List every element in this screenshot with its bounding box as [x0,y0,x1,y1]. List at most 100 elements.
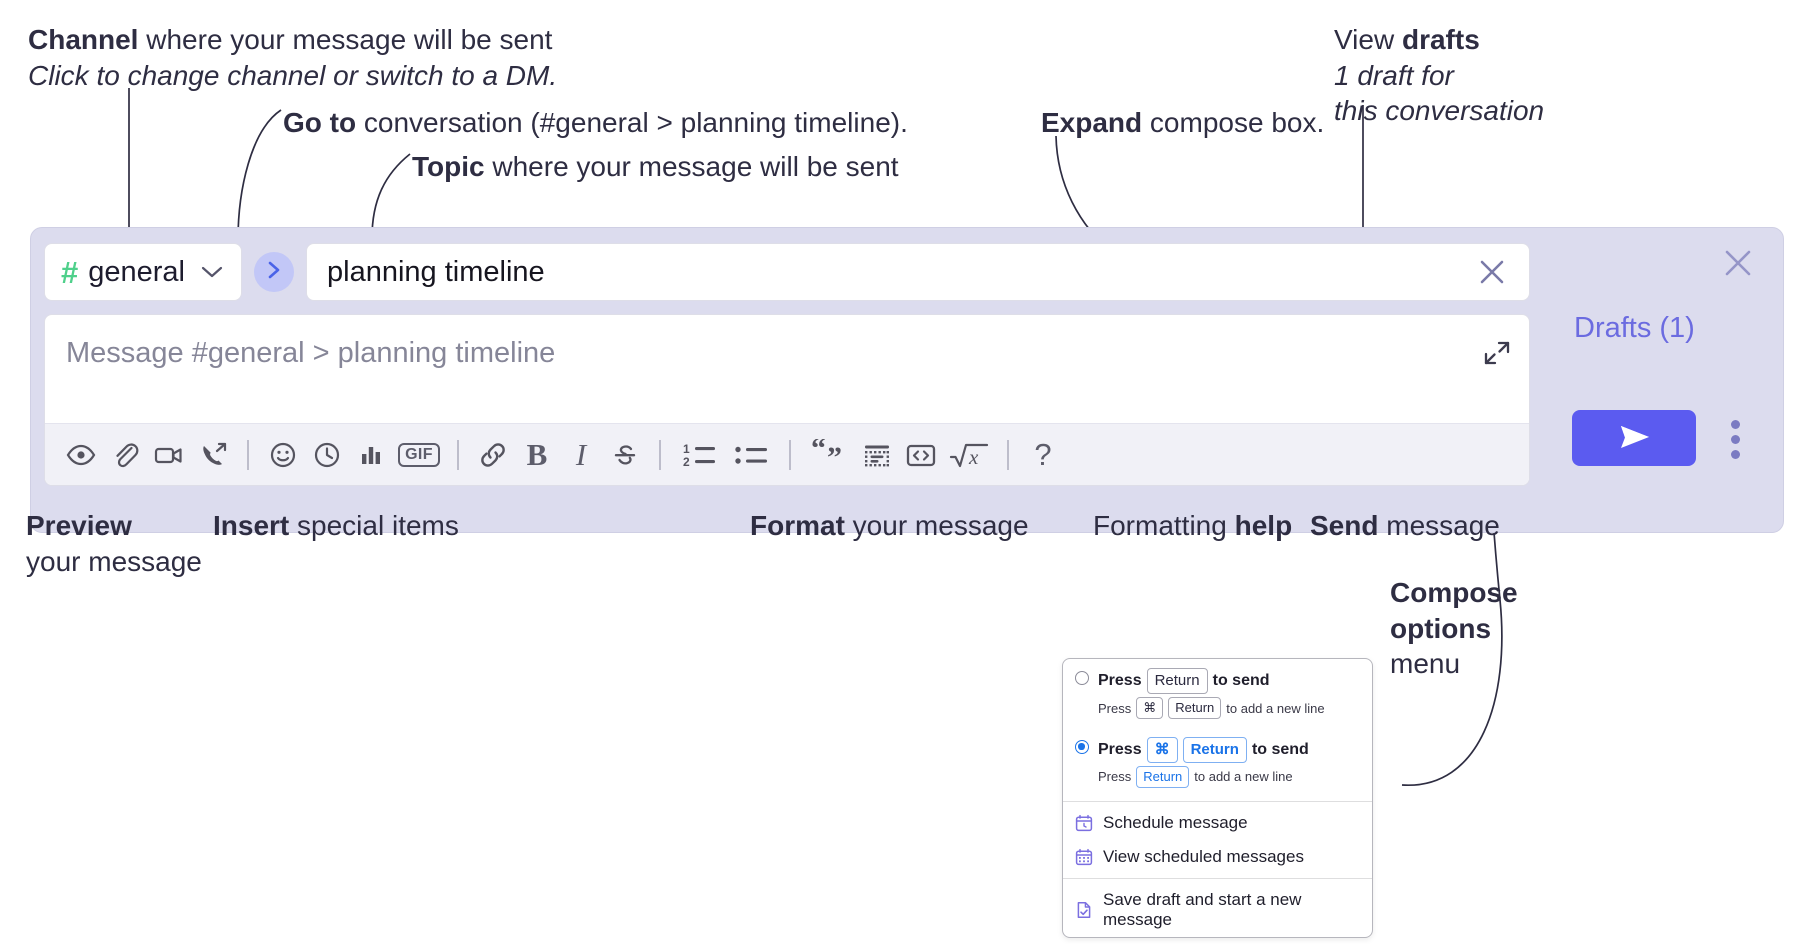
svg-text:2: 2 [683,455,690,469]
menu-divider-1 [1063,800,1372,802]
option2-sub-press: Press [1098,769,1132,785]
topic-value: planning timeline [327,255,545,288]
formatting-help-button[interactable]: ? [1021,433,1065,477]
option2-press: Press [1098,740,1142,758]
annotation-compose-options-rest: menu [1390,648,1461,680]
italic-button[interactable]: I [559,433,603,477]
gif-button[interactable]: GIF [393,433,445,477]
annotation-topic: Topic where your message will be sent [412,149,899,185]
compose-options-kebab-menu[interactable] [1722,414,1748,464]
preview-button[interactable] [59,433,103,477]
annotation-help: Formatting help [1093,508,1292,544]
annotation-send-bold: Send [1310,510,1379,541]
annotation-send: Send message [1310,508,1500,544]
blockquote-button[interactable]: “ ” [803,433,855,477]
reminder-clock-button[interactable] [305,433,349,477]
annotation-preview-line2: your message [26,545,202,577]
gif-label: GIF [398,442,440,467]
bold-button[interactable]: B [515,433,559,477]
menu-option-command-return-to-send[interactable]: Press ⌘ Return to send [1063,728,1372,764]
annotation-compose-options-bold-1: Compose [1390,577,1518,608]
annotation-expand-bold: Expand [1041,107,1143,138]
menu-item-view-scheduled-messages[interactable]: View scheduled messages [1063,840,1372,874]
menu-item-label: Save draft and start a new message [1103,889,1302,929]
attach-file-paperclip-button[interactable] [103,433,147,477]
annotation-channel-rest: where your message will be sent [138,24,553,55]
kebab-dot [1730,434,1740,444]
channel-row: # general planning timeline [44,242,1530,302]
annotation-format-bold: Format [750,510,845,541]
annotation-format: Format your message [750,508,1029,544]
annotation-compose-options: Compose options menu [1390,575,1518,682]
separator-5 [1007,439,1009,470]
code-button[interactable] [899,433,943,477]
poll-bar-chart-button[interactable] [349,433,393,477]
message-placeholder: Message #general > planning timeline [66,337,556,369]
compose-options-menu: Press Return to send Press ⌘ Return to a… [1062,658,1373,938]
separator-4 [789,439,791,470]
annotation-preview: Preview your message [26,508,202,579]
kebab-dot [1730,419,1740,429]
bulleted-list-button[interactable] [725,433,777,477]
menu-divider-2 [1063,877,1372,879]
radio-unselected-icon [1075,671,1089,685]
annotation-expand-rest: compose box. [1142,107,1325,138]
option2-subtext: Press Return to add a new line [1063,763,1372,797]
ordered-list-button[interactable]: 1 2 [673,433,725,477]
send-message-button[interactable] [1572,410,1696,466]
annotation-drafts-rest: View [1334,24,1402,55]
math-button[interactable]: x [943,433,995,477]
message-input-area[interactable]: Message #general > planning timeline [44,314,1530,486]
annotation-channel-italic: Click to change channel or switch to a D… [28,59,558,91]
bold-label: B [526,436,548,472]
menu-item-save-draft[interactable]: Save draft and start a new message [1063,883,1372,937]
menu-option-return-to-send[interactable]: Press Return to send [1063,659,1372,695]
svg-text:”: ” [827,441,842,471]
channel-name: general [88,255,185,288]
annotation-insert-bold: Insert [213,510,290,541]
option1-key-return: Return [1146,668,1208,695]
annotation-topic-bold: Topic [412,151,485,182]
chevron-down-icon [201,265,223,279]
question-mark-icon: ? [1034,436,1052,472]
video-camera-button[interactable] [147,433,191,477]
link-button[interactable] [471,433,515,477]
channel-selector[interactable]: # general [44,243,242,301]
option2-to-send: to send [1251,740,1309,758]
emoji-smiley-button[interactable] [261,433,305,477]
topic-input[interactable]: planning timeline [306,243,1530,301]
calendar-clock-icon [1075,814,1093,832]
annotation-compose-options-bold-2: options [1390,612,1492,644]
menu-item-schedule-message[interactable]: Schedule message [1063,806,1372,840]
annotation-drafts-bold: drafts [1401,24,1480,55]
annotation-channel: Channel where your message will be sent … [28,22,557,93]
hash-icon: # [61,254,79,290]
goto-conversation-button[interactable] [254,252,294,292]
separator-2 [457,439,459,470]
italic-label: I [575,436,587,472]
code-block-button[interactable] [855,433,899,477]
clear-topic-close-icon[interactable] [1475,255,1509,289]
send-paper-plane-icon [1610,420,1658,457]
drafts-link[interactable]: Drafts (1) [1574,312,1695,344]
formatting-toolbar: GIF B I [45,423,1529,485]
option2-sub-key-return: Return [1136,766,1190,788]
compose-right-rail: Drafts (1) [1544,228,1783,532]
option2-key-command: ⌘ [1146,736,1178,764]
annotation-preview-bold: Preview [26,510,132,541]
option2-key-return: Return [1182,736,1247,764]
close-compose-icon[interactable] [1721,246,1755,280]
document-check-icon [1075,901,1093,919]
annotation-topic-rest: where your message will be sent [484,151,899,182]
option1-subtext: Press ⌘ Return to add a new line [1063,694,1372,728]
option1-sub-press: Press [1098,700,1132,716]
audio-clip-phone-button[interactable] [191,433,235,477]
annotation-drafts-italic-2: this conversation [1334,95,1545,127]
annotation-goto: Go to conversation (#general > planning … [283,105,908,141]
expand-compose-icon[interactable] [1482,338,1512,368]
annotation-help-rest: Formatting [1093,510,1235,541]
annotation-format-rest: your message [844,510,1029,541]
annotation-drafts-italic-1: 1 draft for [1334,59,1454,91]
strikethrough-button[interactable] [603,433,647,477]
